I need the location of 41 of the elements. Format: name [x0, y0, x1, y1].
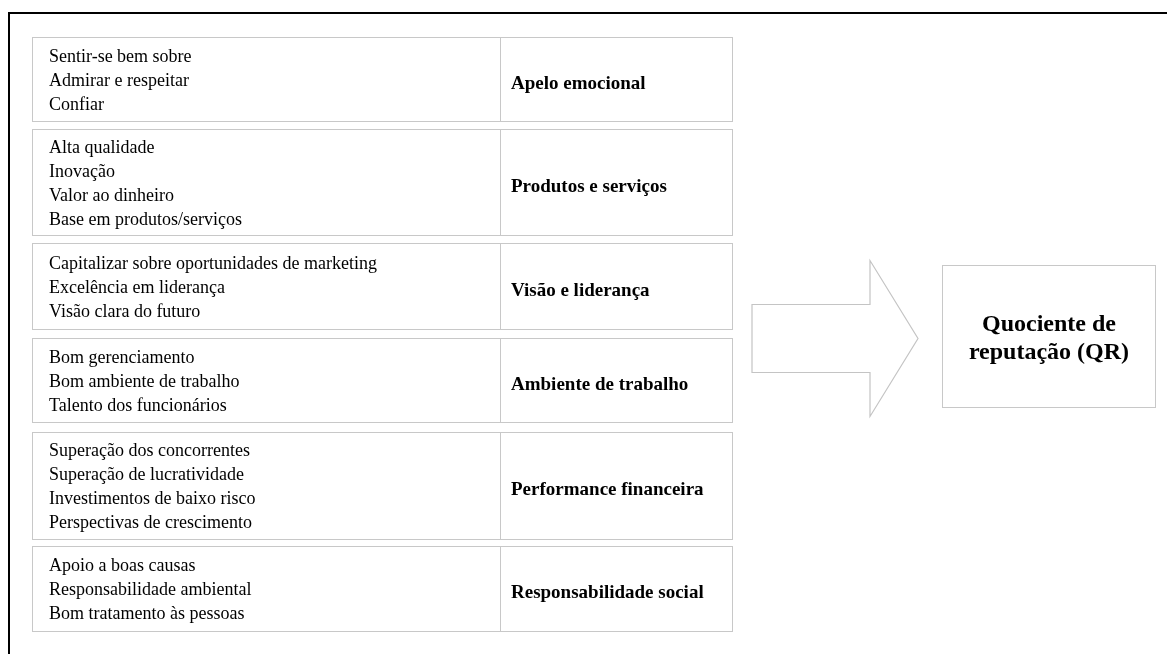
attribute-list-cell	[32, 243, 501, 330]
attribute-item: Visão clara do futuro	[49, 299, 202, 323]
attribute-item: Capitalizar sobre oportunidades de marketing	[49, 251, 378, 275]
category-cell	[500, 546, 733, 632]
category-label: Produtos e serviços	[511, 173, 668, 198]
attribute-list-cell	[32, 432, 501, 540]
attribute-item: Superação dos concorrentes	[49, 439, 251, 462]
block-arrow	[751, 258, 919, 419]
attribute-item: Inovação	[49, 159, 116, 183]
attribute-item: Sentir-se bem sobre	[49, 44, 193, 68]
attribute-item: Admirar e respeitar	[49, 68, 190, 92]
category-label: Apelo emocional	[511, 70, 647, 95]
attribute-item: Bom ambiente de trabalho	[49, 369, 241, 393]
category-label: Performance financeira	[511, 477, 705, 501]
attribute-item: Investimentos de baixo risco	[49, 487, 257, 510]
attribute-item: Bom gerenciamento	[49, 345, 196, 369]
attribute-item: Excelência em liderança	[49, 275, 226, 299]
attribute-item: Base em produtos/serviços	[49, 207, 243, 231]
category-label: Visão e liderança	[511, 277, 651, 302]
result-label: Quociente de reputação (QR)	[967, 308, 1131, 365]
attribute-list-cell	[32, 129, 501, 236]
attribute-item: Valor ao dinheiro	[49, 183, 175, 207]
attribute-item: Talento dos funcionários	[49, 393, 228, 417]
category-cell	[500, 37, 733, 122]
category-label: Responsabilidade social	[511, 580, 705, 604]
attribute-item: Bom tratamento às pessoas	[49, 602, 246, 625]
attribute-item: Confiar	[49, 92, 105, 116]
category-cell	[500, 338, 733, 423]
attribute-item: Alta qualidade	[49, 135, 156, 159]
attribute-item: Superação de lucratividade	[49, 463, 245, 486]
attribute-list-cell	[32, 338, 501, 423]
attribute-item: Perspectivas de crescimento	[49, 511, 253, 534]
attribute-list-cell	[32, 37, 501, 122]
category-cell	[500, 243, 733, 330]
category-label: Ambiente de trabalho	[511, 371, 690, 396]
category-cell	[500, 432, 733, 540]
result-box	[942, 265, 1156, 408]
category-cell	[500, 129, 733, 236]
attribute-item: Responsabilidade ambiental	[49, 578, 253, 601]
attribute-list-cell	[32, 546, 501, 632]
attribute-item: Apoio a boas causas	[49, 554, 197, 577]
